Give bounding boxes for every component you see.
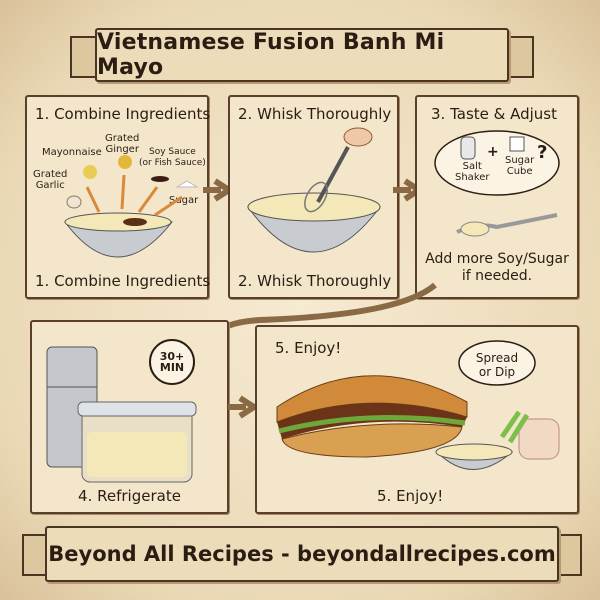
step-5-panel: 5. Enjoy! Spread or Dip 5. Enjoy! <box>255 325 579 514</box>
step-heading: 3. Taste & Adjust <box>431 105 557 123</box>
plus-sign: + <box>487 144 499 160</box>
salt-shaker-label: Salt Shaker <box>455 161 490 183</box>
step-caption: 1. Combine Ingredients <box>35 272 211 290</box>
step-caption: 5. Enjoy! <box>377 487 444 505</box>
step-1-panel: 1. Combine Ingredients Mayonnaise Grated… <box>25 95 211 299</box>
ingredient-label: Mayonnaise <box>42 147 102 158</box>
taste-illustration <box>434 130 560 237</box>
sugar-cube-label: Sugar Cube <box>505 155 535 177</box>
step-3-panel: 3. Taste & Adjust Salt Shaker + Sugar Cu… <box>415 95 579 299</box>
whisk-bowl-illustration <box>247 127 381 253</box>
serving-bubble: Spread or Dip <box>475 351 519 379</box>
arrow-right-icon <box>228 395 260 419</box>
fridge-container-illustration <box>46 339 197 483</box>
step-caption: Add more Soy/Sugar if needed. <box>425 251 569 284</box>
ingredient-label: Grated Ginger <box>105 133 140 155</box>
step-caption: 4. Refrigerate <box>78 487 181 505</box>
ingredient-label: Grated Garlic <box>33 169 68 191</box>
timer-label: 30+ MIN <box>159 350 185 374</box>
page-title: Vietnamese Fusion Banh Mi Mayo <box>97 30 445 80</box>
step-heading: 5. Enjoy! <box>275 339 342 357</box>
step-2-panel: 2. Whisk Thoroughly 2. Whisk Thoroughly <box>228 95 399 299</box>
ingredient-label: Sugar <box>169 195 199 206</box>
step-heading: 1. Combine Ingredients <box>35 105 211 123</box>
step-4-panel: 30+ MIN 4. Refrigerate <box>30 320 229 514</box>
ingredient-label: Soy Sauce (or Fish Sauce) <box>139 147 206 168</box>
mixing-bowl-illustration <box>64 155 199 258</box>
footer-text: Beyond All Recipes - beyondallrecipes.co… <box>48 542 556 566</box>
step-caption: 2. Whisk Thoroughly <box>238 272 392 290</box>
step-heading: 2. Whisk Thoroughly <box>238 105 392 123</box>
footer-banner: Beyond All Recipes - beyondallrecipes.co… <box>45 526 559 582</box>
question-mark: ? <box>537 142 548 163</box>
title-banner: Vietnamese Fusion Banh Mi Mayo <box>95 28 509 82</box>
banh-mi-illustration <box>276 340 560 470</box>
